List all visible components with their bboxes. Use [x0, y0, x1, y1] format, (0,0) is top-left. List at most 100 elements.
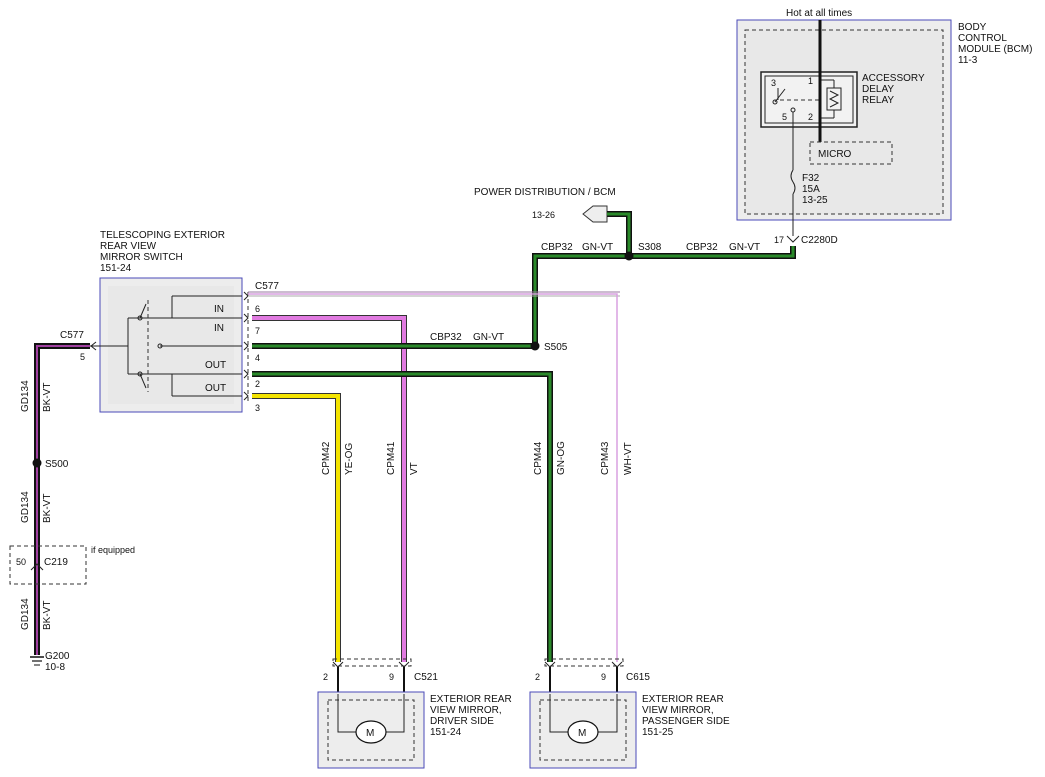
passenger-pin-9: 9	[601, 672, 606, 682]
passenger-motor-icon	[567, 720, 599, 744]
driver-mirror: 2 9 C521 M EXTERIOR REAR VIEW MIRROR, DR…	[317, 658, 512, 769]
power-distribution: POWER DISTRIBUTION / BCM 13-26	[474, 187, 616, 223]
vt-label: VT	[409, 462, 420, 475]
switch-arm-lower	[139, 373, 147, 389]
connector-c2280d-icon	[786, 235, 800, 243]
gnog-label: GN-OG	[556, 441, 567, 475]
hot-label: Hot at all times	[786, 8, 852, 19]
switch-pin-4: 4	[255, 353, 260, 363]
switch-pin-2: 2	[255, 379, 260, 389]
splice-s500	[32, 458, 42, 468]
passenger-pin-2: 2	[535, 672, 540, 682]
s500-label: S500	[45, 459, 69, 470]
relay-label-2: DELAY	[862, 84, 894, 95]
driver-motor-label: M	[366, 728, 374, 739]
fuse-label-2: 15A	[802, 184, 820, 195]
switch-pin-3: 3	[255, 403, 260, 413]
wire-cpm42: CPM42 YE-OG	[252, 393, 355, 662]
c615-label: C615	[626, 672, 650, 683]
relay-pin-1: 1	[808, 76, 813, 86]
c577-switch-label: C577	[255, 281, 279, 292]
g200-label: G200	[45, 651, 70, 662]
cbp32-switch-label: CBP32	[430, 332, 462, 343]
wire-cpm41: CPM41 VT	[252, 315, 420, 662]
passenger-label-1: EXTERIOR REAR	[642, 694, 724, 705]
switch-arm-upper	[139, 303, 147, 319]
wire-cpm43: CPM43 WH-VT	[248, 293, 634, 662]
driver-pin-9: 9	[389, 672, 394, 682]
bcm-pin-17: 17	[774, 235, 784, 245]
splice-s505	[530, 341, 540, 351]
power-dist-connector-icon	[582, 205, 608, 223]
relay-pin-5: 5	[782, 112, 787, 122]
wire-cbp32-top: S308 CBP32 GN-VT CBP32 GN-VT	[532, 211, 796, 346]
relay-contact	[772, 99, 778, 105]
gd134-label-2: GD134	[20, 491, 31, 523]
cpm43-label: CPM43	[600, 441, 611, 475]
connector-c577-ground-icon	[90, 341, 97, 351]
switch-title-3: MIRROR SWITCH	[100, 252, 183, 263]
passenger-motor-label: M	[578, 728, 586, 739]
ground-circuit: C577 5 GD134 BK-VT S500 GD134 BK-VT if e…	[9, 330, 135, 673]
gnvt-top-right-label: GN-VT	[729, 242, 760, 253]
relay-inner	[764, 75, 854, 124]
switch-pin-6: 6	[255, 304, 260, 314]
relay-label-3: RELAY	[862, 95, 894, 106]
relay-label-1: ACCESSORY	[862, 73, 925, 84]
s308-label: S308	[638, 242, 662, 253]
connector-c615	[544, 658, 624, 667]
cpm44-label: CPM44	[533, 441, 544, 475]
fuse-label-3: 13-25	[802, 195, 828, 206]
power-dist-label: POWER DISTRIBUTION / BCM	[474, 187, 616, 198]
gnvt-top-left-label: GN-VT	[582, 242, 613, 253]
driver-pin-2: 2	[323, 672, 328, 682]
c577-ground-label: C577	[60, 330, 84, 341]
driver-label-3: DRIVER SIDE	[430, 716, 494, 727]
gd134-label-3: GD134	[20, 598, 31, 630]
driver-label-2: VIEW MIRROR,	[430, 705, 502, 716]
bkvt-label-3: BK-VT	[42, 601, 53, 630]
connector-c521	[332, 658, 412, 667]
ground-pin-5: 5	[80, 352, 85, 362]
ground-pin-50: 50	[16, 557, 26, 567]
wire-cpm44: CPM44 GN-OG	[252, 371, 567, 662]
whvt-label: WH-VT	[623, 442, 634, 475]
fuse-label-1: F32	[802, 173, 820, 184]
wire-cbp32-switch: S505 CBP32 GN-VT	[252, 332, 568, 353]
driver-motor-icon	[355, 720, 387, 744]
passenger-mirror: 2 9 C615 M EXTERIOR REAR VIEW MIRROR, PA…	[529, 658, 730, 769]
c521-label: C521	[414, 672, 438, 683]
switch-title-2: REAR VIEW	[100, 241, 157, 252]
switch-pin-7: 7	[255, 326, 260, 336]
driver-label-1: EXTERIOR REAR	[430, 694, 512, 705]
connector-c219-icon	[30, 563, 44, 571]
bcm-title-2: CONTROL	[958, 33, 1007, 44]
bcm-title-1: BODY	[958, 22, 987, 33]
driver-label-4: 151-24	[430, 727, 462, 738]
c219-label: C219	[44, 557, 68, 568]
bcm-title-3: MODULE (BCM)	[958, 44, 1032, 55]
bkvt-label-2: BK-VT	[42, 494, 53, 523]
if-equipped-label: if equipped	[91, 545, 135, 555]
splice-s308	[624, 251, 634, 261]
s505-label: S505	[544, 342, 568, 353]
passenger-label-2: VIEW MIRROR,	[642, 705, 714, 716]
passenger-label-4: 151-25	[642, 727, 674, 738]
cpm41-label: CPM41	[386, 441, 397, 475]
switch-title-1: TELESCOPING EXTERIOR	[100, 230, 225, 241]
cbp32-top-right-label: CBP32	[686, 242, 718, 253]
contact-in-2: IN	[214, 323, 224, 334]
contact-in-1: IN	[214, 304, 224, 315]
contact-out-2: OUT	[205, 383, 226, 394]
bkvt-label-1: BK-VT	[42, 383, 53, 412]
if-equipped-box	[9, 545, 87, 585]
micro-label: MICRO	[818, 149, 852, 160]
bcm-title-4: 11-3	[958, 55, 978, 66]
gnvt-switch-label: GN-VT	[473, 332, 504, 343]
fuse-icon	[790, 169, 796, 195]
g200-ref: 10-8	[45, 662, 65, 673]
wire-top-thin	[248, 291, 620, 297]
gd134-label-1: GD134	[20, 380, 31, 412]
switch-title-4: 151-24	[100, 263, 132, 274]
